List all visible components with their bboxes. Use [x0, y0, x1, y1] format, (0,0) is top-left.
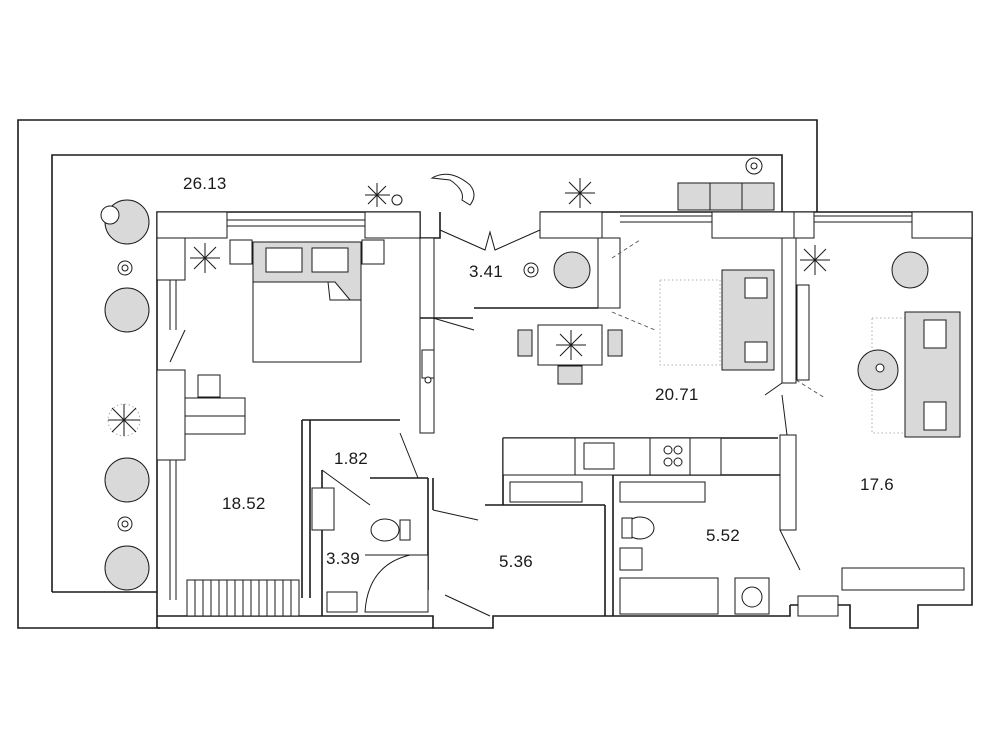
room-area-bathroom-1: 3.39	[326, 549, 360, 568]
kitchen	[502, 437, 722, 503]
bedroom-2-furniture	[797, 245, 965, 617]
plant-icon	[565, 178, 595, 208]
bathroom-1-fixtures	[311, 487, 429, 613]
room-area-hall: 5.36	[499, 552, 533, 571]
dining-table	[517, 324, 623, 385]
hall-small-furniture	[523, 251, 591, 289]
plant-icon	[800, 245, 830, 275]
doors	[169, 229, 801, 617]
bathroom-2-fixtures	[619, 516, 770, 615]
room-area-hall-small: 3.41	[469, 262, 503, 281]
room-area-terrace: 26.13	[183, 174, 227, 193]
plant-icon	[365, 183, 403, 207]
room-area-bedroom-2: 17.6	[860, 475, 894, 494]
apartment-walls	[156, 211, 973, 629]
plant-icon	[190, 243, 220, 273]
room-area-bedroom-1: 18.52	[222, 494, 266, 513]
bedroom-1-furniture	[184, 239, 435, 617]
room-area-corridor: 1.82	[334, 449, 368, 468]
room-area-bathroom-2: 5.52	[706, 526, 740, 545]
room-area-living-kitchen: 20.71	[655, 385, 699, 404]
plant-icon	[107, 403, 141, 437]
living-furniture	[611, 239, 826, 399]
terrace-furniture	[100, 157, 775, 591]
terrace-outline	[17, 119, 818, 629]
dolphin-sculpture-icon	[430, 173, 475, 206]
